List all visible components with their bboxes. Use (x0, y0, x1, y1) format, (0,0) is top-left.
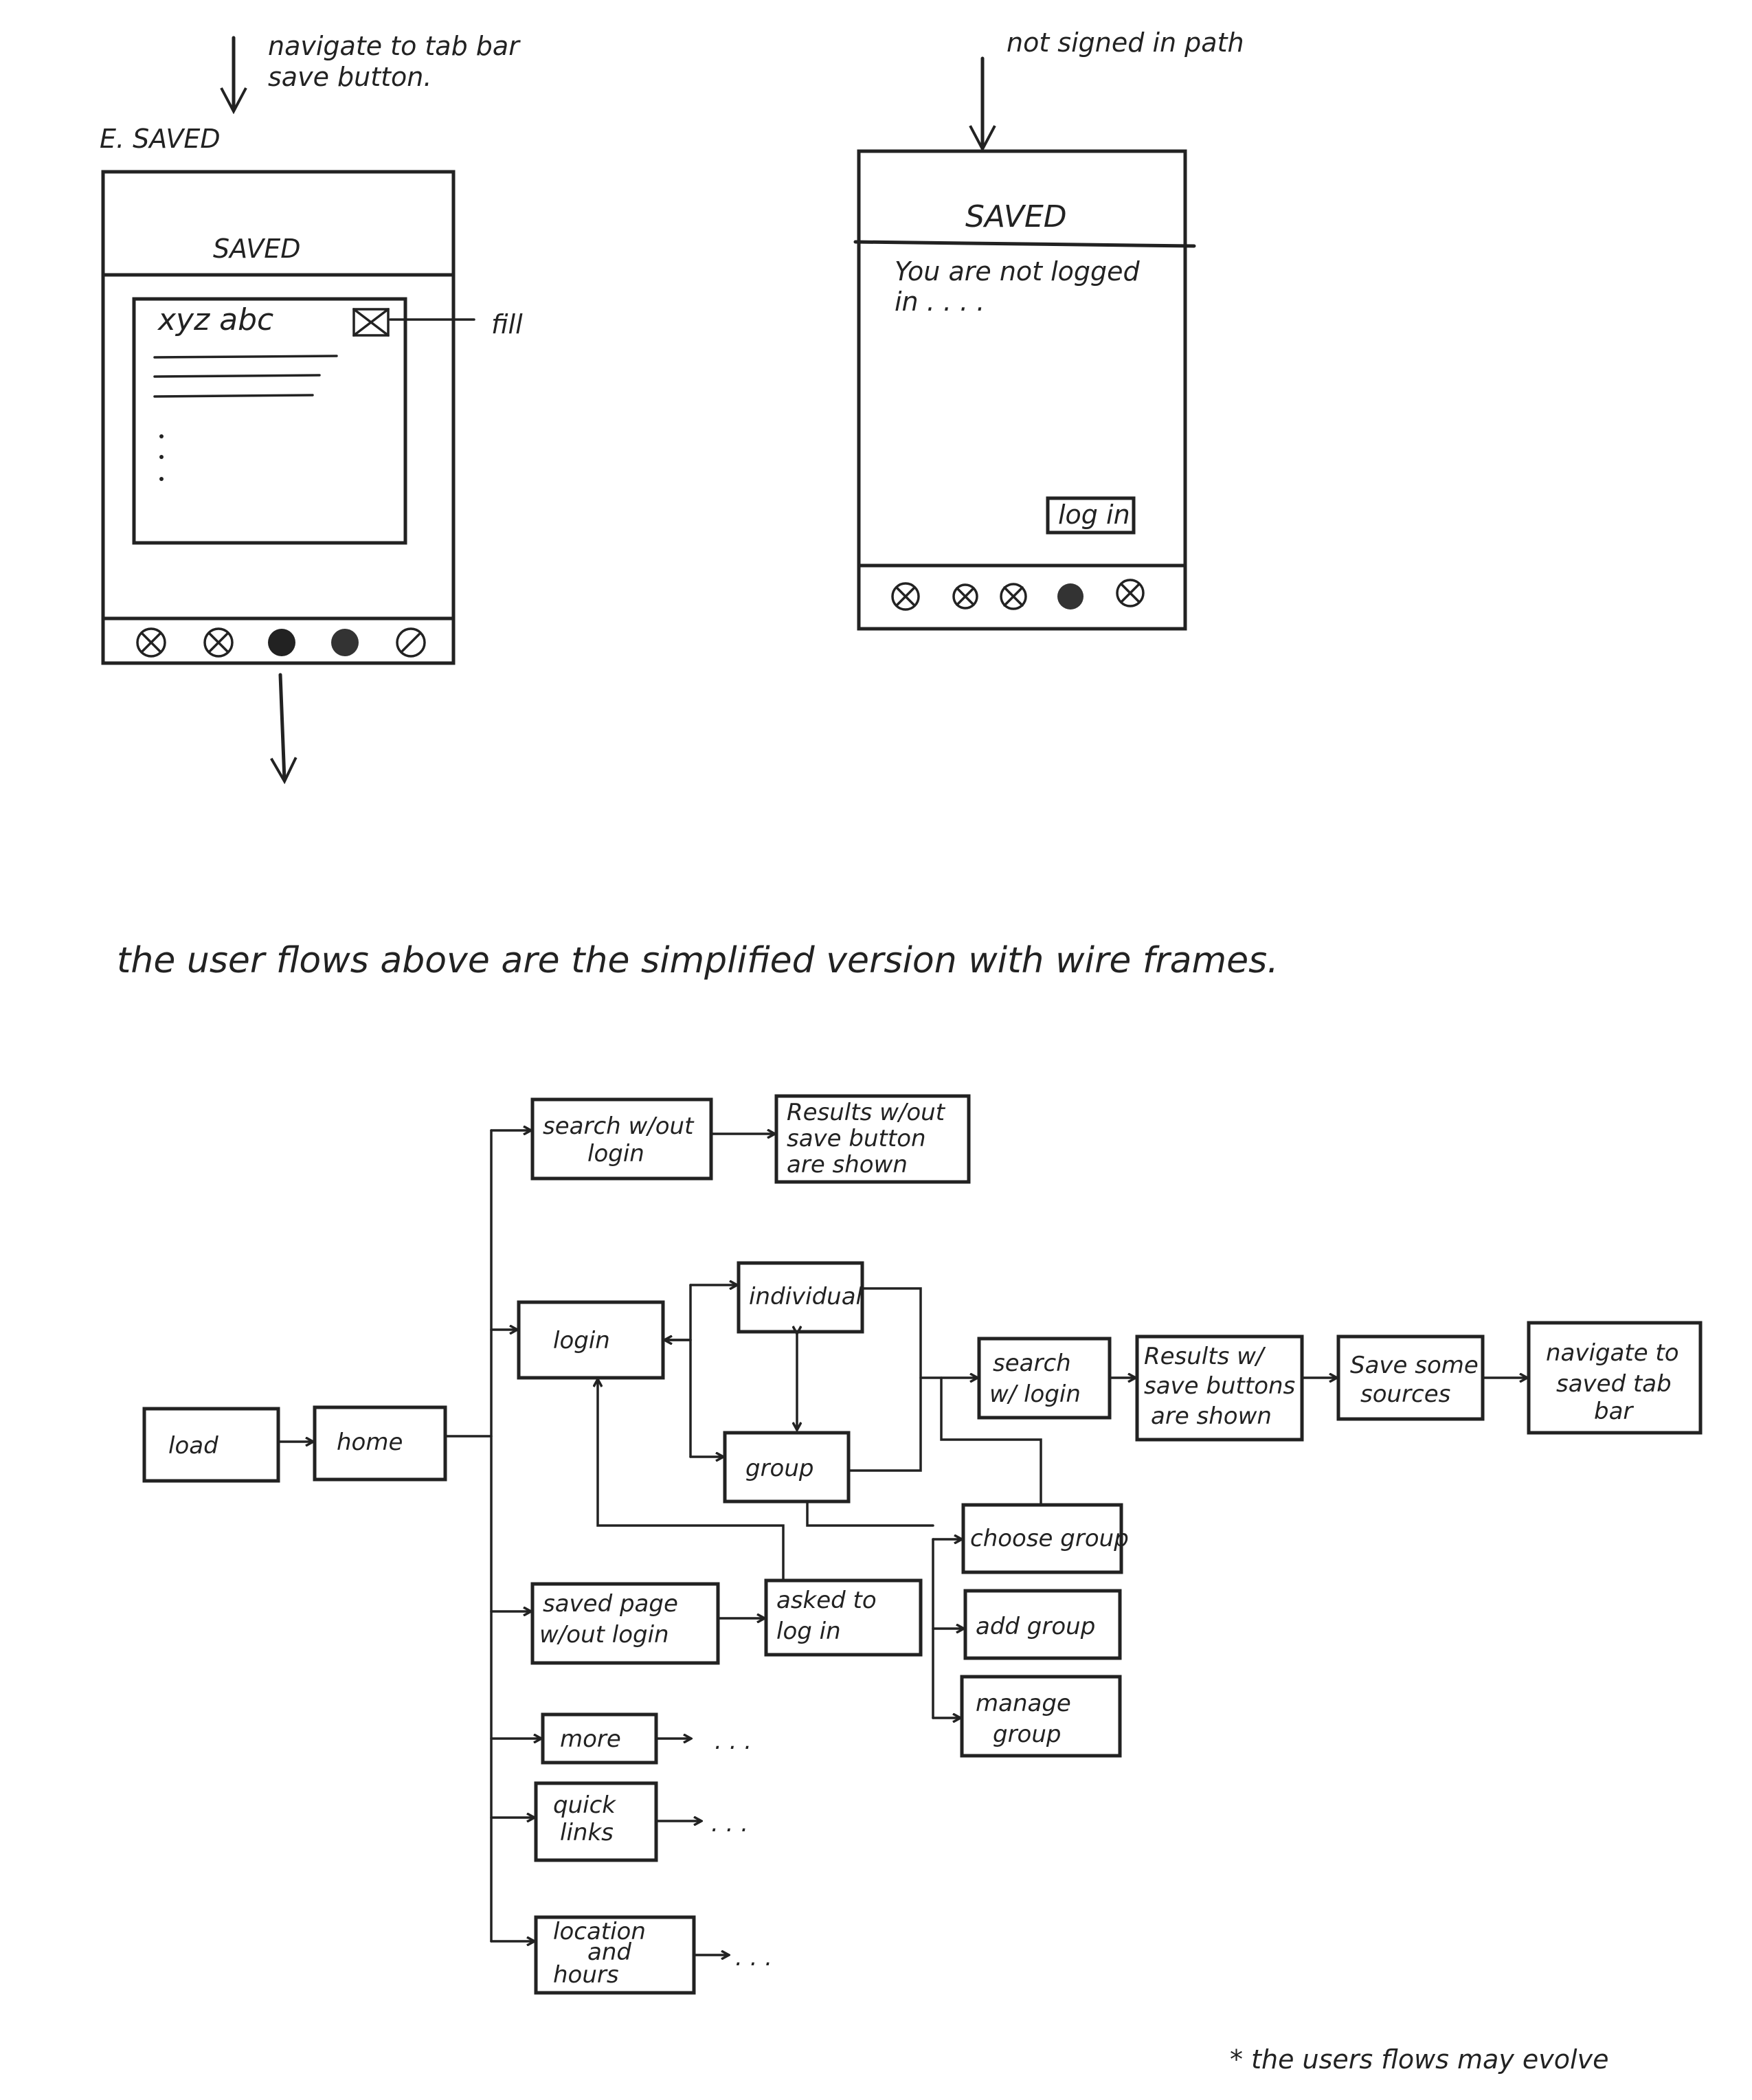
node-label: saved tab (1556, 1370, 1672, 1398)
annotation-line-1: navigate to tab bar (268, 31, 521, 61)
node-load: load (142, 1407, 280, 1483)
tab-icon-4-active (331, 629, 359, 656)
caption-text: the user flows above are the simplified … (117, 940, 1279, 981)
node-home: home (313, 1405, 447, 1482)
node-label: group (745, 1455, 814, 1482)
node-label: log in (776, 1618, 841, 1645)
node-label: login (587, 1140, 644, 1168)
tab-icon-3 (1000, 583, 1027, 610)
node-label: group (993, 1721, 1062, 1748)
node-label: Results w/ (1144, 1343, 1266, 1370)
tab-icon-4-active (1057, 583, 1083, 610)
tab-bar (891, 579, 1145, 611)
node-label: save buttons (1144, 1372, 1295, 1400)
node-login: login (517, 1300, 665, 1380)
node-label: home (337, 1429, 403, 1456)
node-navigate-saved-tab: navigate to saved tab bar (1527, 1321, 1703, 1435)
location-ellipsis: . . . (735, 1944, 772, 1971)
node-label: w/out login (539, 1621, 669, 1649)
quick-links-ellipsis: . . . (711, 1810, 748, 1838)
tab-icon-3 (268, 629, 295, 656)
text-line (153, 355, 338, 359)
text-line (153, 374, 321, 378)
node-label: saved page (543, 1590, 678, 1618)
message-line-1: You are not logged (895, 256, 1141, 287)
screen-title: SAVED (965, 199, 1067, 234)
node-add-group: add group (963, 1589, 1122, 1660)
footnote: * the users flows may evolve (1230, 2044, 1608, 2075)
node-label: are shown (1151, 1403, 1272, 1430)
node-label: manage (976, 1690, 1071, 1717)
node-individual: individual (737, 1261, 864, 1334)
user-flow-diagram: load home search w/out login Results w/o… (142, 1094, 1703, 1995)
header-divider (853, 240, 1196, 248)
login-button-label: log in (1058, 500, 1130, 530)
node-group: group (723, 1431, 851, 1504)
node-label: Results w/out (787, 1099, 946, 1126)
saved-item-card (132, 297, 407, 545)
message-line-2: in . . . . (895, 287, 985, 317)
node-search-with-login: search w/ login (977, 1337, 1112, 1420)
login-button[interactable] (1046, 496, 1136, 535)
ellipsis-dot (159, 455, 164, 459)
node-label: bar (1594, 1398, 1634, 1425)
node-manage-group: manage group (960, 1675, 1122, 1758)
node-label: links (560, 1819, 614, 1846)
node-label: Save some (1350, 1352, 1479, 1379)
tab-icon-2 (203, 627, 234, 658)
not-signed-annotation: not signed in path (1007, 27, 1244, 58)
node-label: load (168, 1432, 218, 1460)
node-label: save button (787, 1125, 926, 1152)
screen-title: SAVED (213, 234, 301, 264)
flow-connectors (277, 1130, 1527, 1955)
node-saved-page-without-login: saved page w/out login (530, 1582, 720, 1665)
ellipsis-dot (159, 434, 164, 438)
node-label: and (587, 1939, 631, 1966)
fill-note: fill (491, 309, 523, 339)
node-label: search w/out (543, 1113, 695, 1140)
more-ellipsis: . . . (715, 1728, 752, 1755)
node-label: navigate to (1546, 1339, 1679, 1367)
saved-item-title: xyz abc (157, 302, 273, 337)
envelope-icon (352, 308, 390, 337)
tab-icon-1 (136, 627, 166, 658)
annotation-line-2: save button. (268, 62, 431, 92)
node-quick-links: quick links (534, 1781, 658, 1862)
node-more: more (541, 1712, 658, 1765)
node-label: hours (553, 1961, 619, 1989)
node-save-sources: Save some sources (1336, 1334, 1485, 1421)
section-label: E. SAVED (100, 124, 221, 154)
node-label: location (553, 1918, 646, 1945)
node-label: sources (1360, 1381, 1450, 1408)
exit-arrow (280, 673, 284, 780)
node-label: quick (553, 1791, 616, 1819)
node-label: login (553, 1327, 610, 1354)
node-label: choose group (970, 1525, 1129, 1552)
node-results-without-save: Results w/out save button are shown (774, 1094, 971, 1184)
tab-icon-5 (1116, 579, 1145, 607)
tab-bar (136, 627, 426, 658)
node-label: search (993, 1350, 1071, 1377)
tab-icon-5 (396, 627, 426, 658)
tab-icon-1 (891, 582, 920, 611)
text-line (153, 394, 314, 398)
not-signed-in-wireframe: not signed in path SAVED You are not log… (853, 27, 1244, 631)
node-label: are shown (787, 1151, 908, 1179)
node-label: more (560, 1725, 621, 1753)
ellipsis-dot (159, 477, 164, 481)
node-choose-group: choose group (961, 1503, 1129, 1574)
node-location-and-hours: location and hours (534, 1915, 696, 1995)
phone-frame (101, 170, 456, 665)
node-asked-to-login: asked to log in (764, 1578, 923, 1657)
node-label: asked to (776, 1587, 877, 1614)
node-label: add group (976, 1613, 1095, 1640)
node-label: w/ login (989, 1381, 1081, 1408)
phone-frame (857, 149, 1187, 631)
node-label: individual (749, 1283, 863, 1310)
node-search-without-login: search w/out login (530, 1097, 713, 1181)
node-results-with-save: Results w/ save buttons are shown (1135, 1334, 1304, 1442)
tab-icon-2 (952, 583, 978, 610)
saved-wireframe: navigate to tab bar save button. E. SAVE… (100, 31, 523, 780)
